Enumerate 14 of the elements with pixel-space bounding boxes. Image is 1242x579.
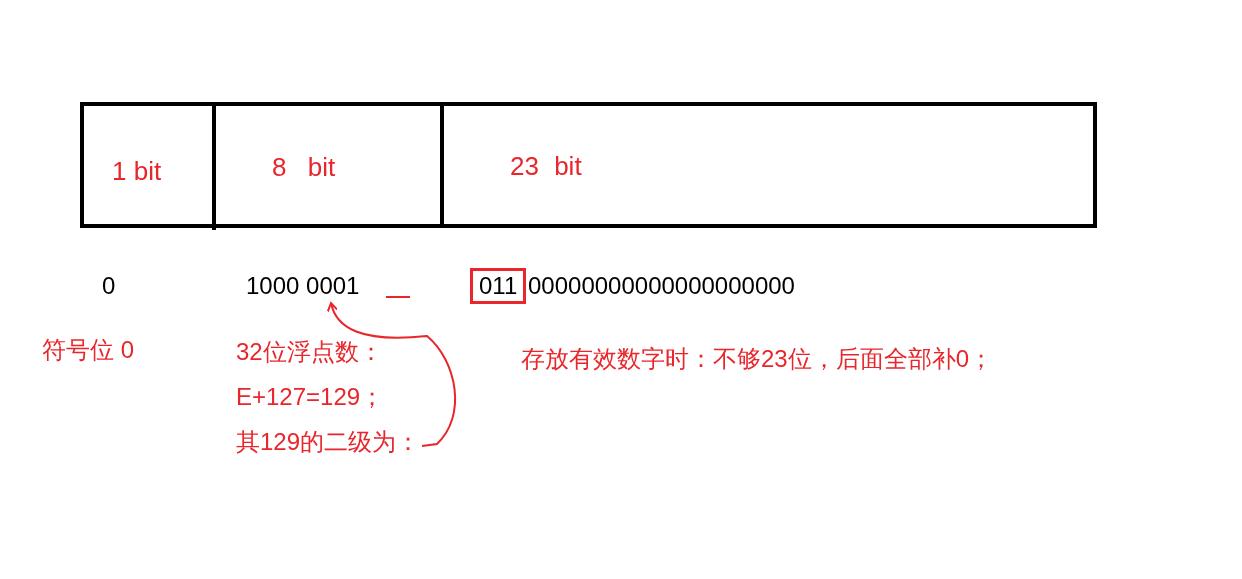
annotation-text: 存放有效数字时：不够23位，后面全部补0； [521, 344, 994, 374]
highlight-box [470, 268, 527, 304]
field-label: 1 bit [112, 156, 163, 186]
field-label: 011 [479, 271, 518, 301]
annotation-text: 32位浮点数： [236, 337, 383, 367]
field-label: 23 bit [510, 151, 583, 181]
mantissa-bits: 00000000000000000000 [528, 271, 795, 301]
field-label: 其129的二级为： [236, 427, 421, 457]
curved-arrow [327, 302, 457, 447]
field-label: 1000 0001 [246, 271, 360, 301]
annotation-text: E+127=129； [236, 382, 385, 412]
field-label: 8 bit [272, 152, 337, 182]
annotation-text: 符号位 0 [42, 335, 134, 365]
sign-bit-value: 0 [102, 271, 116, 301]
